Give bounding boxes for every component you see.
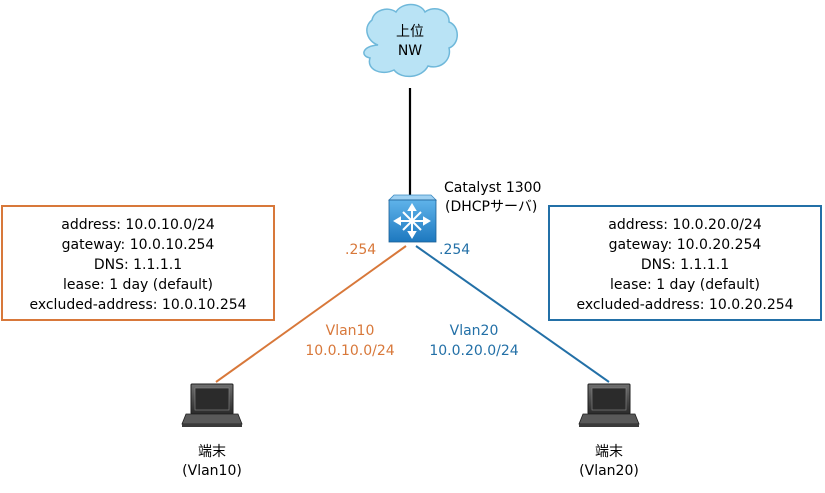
dhcp-pool-vlan10: address: 10.0.10.0/24 gateway: 10.0.10.2… [1, 205, 275, 321]
pool-gateway: gateway: 10.0.10.254 [61, 237, 215, 253]
vlan20-subnet: 10.0.20.0/24 [429, 343, 519, 359]
dhcp-pool-vlan20: address: 10.0.20.0/24 gateway: 10.0.20.2… [548, 205, 822, 321]
laptop-icon-right [578, 383, 640, 427]
pool-excluded: excluded-address: 10.0.10.254 [29, 297, 247, 313]
laptop-icon-left [181, 383, 243, 427]
cloud-icon [363, 3, 458, 78]
vlan10-name: Vlan10 [325, 323, 375, 339]
switch-name: Catalyst 1300 [444, 180, 542, 196]
pool-excluded: excluded-address: 10.0.20.254 [576, 297, 794, 313]
switch-icon [388, 194, 437, 243]
pool-lease: lease: 1 day (default) [610, 277, 760, 293]
terminal-left-vlan: (Vlan10) [182, 463, 242, 479]
terminal-right-vlan: (Vlan20) [579, 463, 639, 479]
pool-dns: DNS: 1.1.1.1 [640, 257, 730, 273]
port-label-vlan20: .254 [439, 242, 471, 258]
vlan20-link [415, 245, 610, 383]
switch-role: (DHCPサーバ) [445, 199, 538, 215]
terminal-right-label: 端末 [595, 444, 623, 460]
port-label-vlan10: .254 [345, 242, 377, 258]
cloud-label-line1: 上位 [396, 24, 424, 40]
pool-lease: lease: 1 day (default) [63, 277, 213, 293]
vlan10-subnet: 10.0.10.0/24 [305, 343, 395, 359]
pool-gateway: gateway: 10.0.20.254 [608, 237, 762, 253]
vlan20-name: Vlan20 [449, 323, 499, 339]
cloud-label-line2: NW [397, 43, 423, 59]
pool-dns: DNS: 1.1.1.1 [93, 257, 183, 273]
vlan10-link [215, 245, 407, 383]
pool-address: address: 10.0.20.0/24 [608, 217, 762, 233]
pool-address: address: 10.0.10.0/24 [61, 217, 215, 233]
terminal-left-label: 端末 [198, 444, 226, 460]
